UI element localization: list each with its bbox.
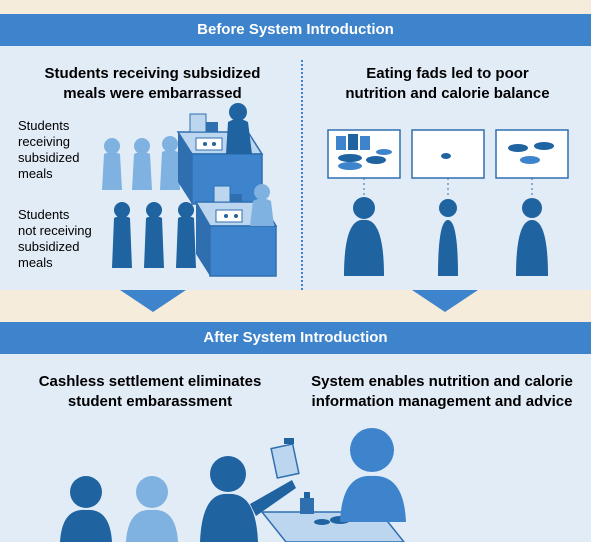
student-figure-dark-icon [60, 476, 112, 542]
student-figure-light-icon [160, 136, 180, 190]
student-figure-light-icon [102, 138, 122, 190]
down-arrow-left-icon [120, 290, 186, 312]
before-right-heading-line: Eating fads led to poor [366, 65, 529, 82]
after-right-heading-line: information management and advice [311, 393, 573, 410]
before-panel: Before System Introduction Students rece… [0, 14, 591, 290]
student-figure-slim-icon [438, 199, 458, 276]
panel-divider [301, 60, 303, 290]
label-line: meals [18, 255, 53, 270]
before-right-heading: Eating fads led to poor nutrition and ca… [310, 64, 585, 104]
student-figure-large-icon [344, 197, 384, 276]
after-left-heading-line: student embarassment [67, 393, 233, 410]
before-left-heading-line: meals were embarrassed [63, 85, 242, 102]
before-left-heading-line: Students receiving subsidized [44, 65, 261, 82]
label-line: subsidized [18, 150, 80, 165]
label-receiving: Students receiving subsidized meals [18, 118, 79, 182]
label-line: meals [18, 166, 53, 181]
down-arrow-right-icon [412, 290, 478, 312]
label-line: not receiving [18, 223, 92, 238]
before-right-heading-line: nutrition and calorie balance [345, 85, 550, 102]
cashier-figure-icon [340, 428, 406, 522]
cashier-figure-icon [250, 184, 274, 226]
before-illustration [102, 103, 569, 277]
label-line: receiving [18, 134, 71, 149]
after-banner: After System Introduction [0, 322, 591, 354]
meal-box-balanced-icon [495, 129, 569, 179]
meal-box-small-icon [411, 129, 485, 179]
label-line: subsidized [18, 239, 80, 254]
label-line: Students [18, 118, 70, 133]
payment-card-reader-icon [270, 438, 300, 479]
after-left-heading-line: Cashless settlement eliminates [38, 373, 262, 390]
student-figure-dark-icon [176, 202, 196, 268]
student-figure-light-icon [132, 138, 152, 190]
student-figure-dark-icon [144, 202, 164, 268]
after-panel: After System Introduction Cashless settl… [0, 322, 591, 542]
label-line: Students [18, 207, 70, 222]
cashier-figure-icon [226, 103, 252, 154]
student-figure-light-icon [126, 476, 178, 542]
after-illustration [60, 428, 406, 542]
after-right-heading-line: System enables nutrition and calorie [311, 373, 573, 390]
after-right-heading: System enables nutrition and calorie inf… [293, 372, 591, 412]
meal-box-large-icon [327, 129, 401, 179]
before-banner: Before System Introduction [0, 14, 591, 46]
student-figure-dark-icon [112, 202, 132, 268]
before-left-heading: Students receiving subsidized meals were… [10, 64, 295, 104]
student-figure-paying-icon [200, 456, 296, 542]
label-not-receiving: Students not receiving subsidized meals [18, 207, 92, 271]
after-left-heading: Cashless settlement eliminates student e… [0, 372, 300, 412]
student-figure-medium-icon [516, 198, 548, 276]
